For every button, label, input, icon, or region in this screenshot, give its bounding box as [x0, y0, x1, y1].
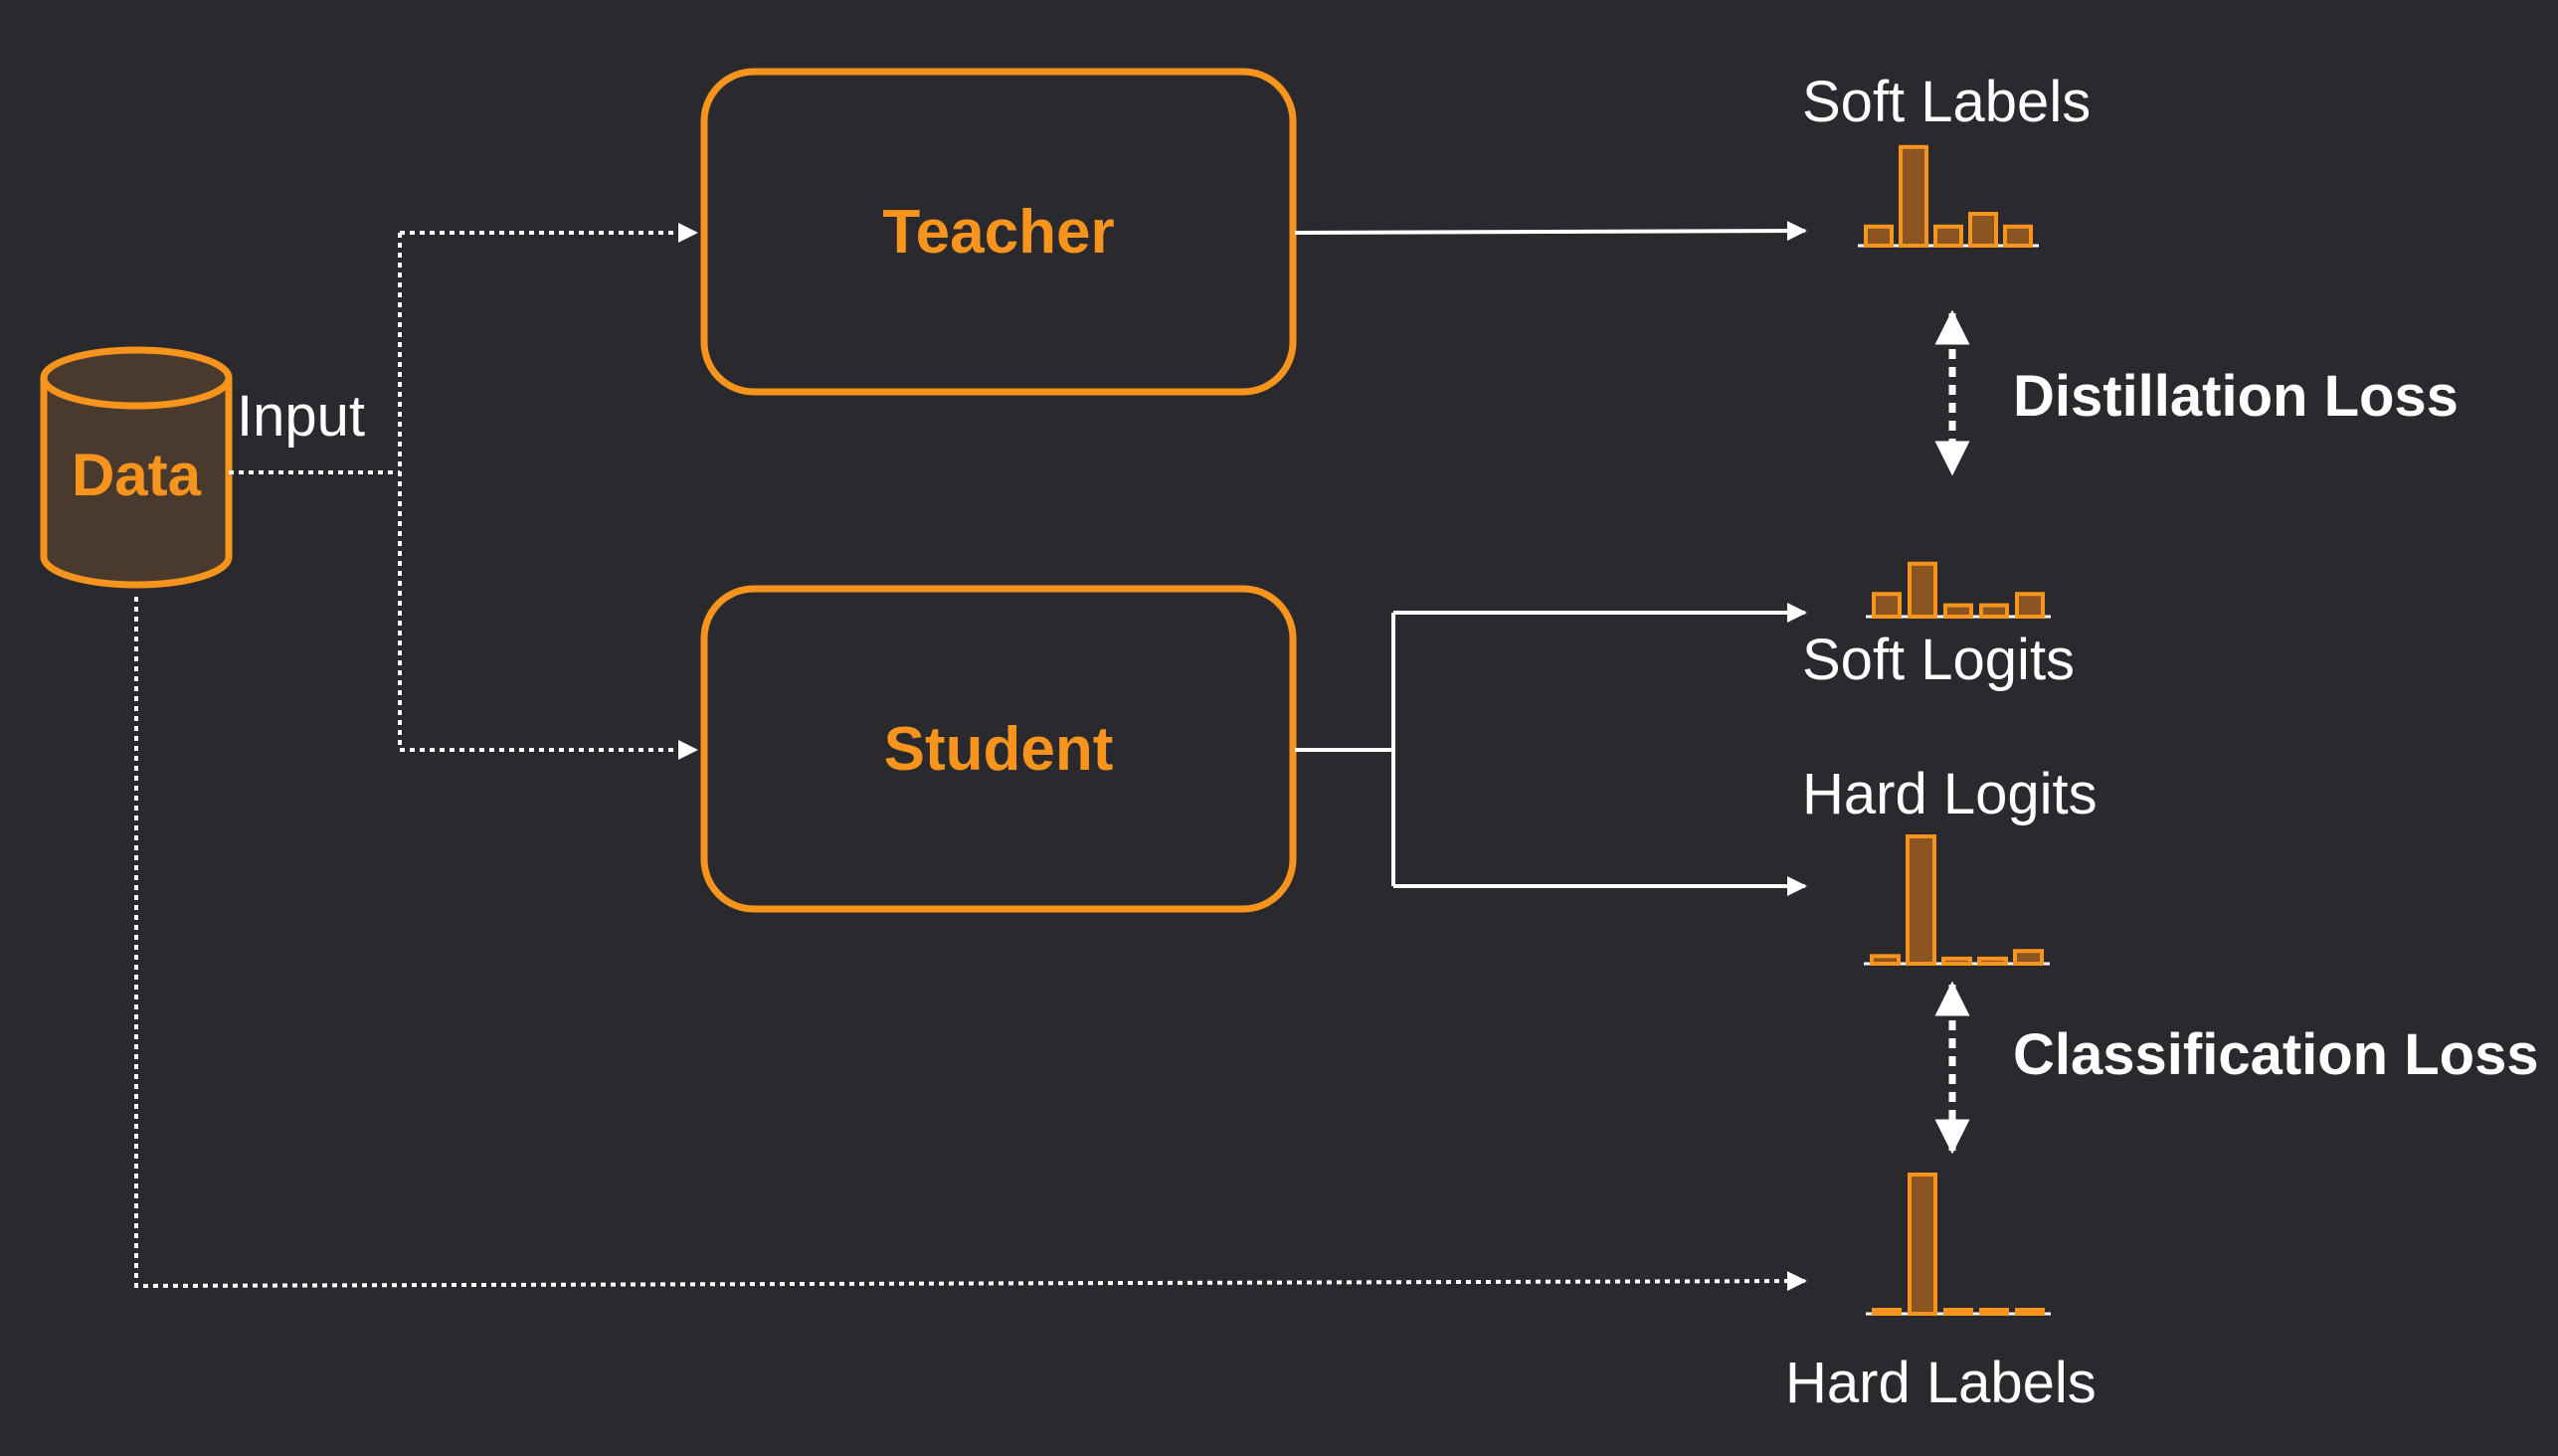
histogram-bar [1906, 834, 1936, 966]
histogram-bar [1908, 1173, 1937, 1316]
histogram-bar [1933, 224, 1963, 249]
data-store-cylinder: Data [40, 346, 233, 589]
hard-labels-label: Hard Labels [1785, 1351, 2097, 1415]
soft-labels-histogram [1858, 144, 2039, 249]
input-connectors [134, 223, 1807, 1292]
histogram-bar [1943, 1308, 1973, 1316]
classification-loss-label: Classification Loss [2013, 1022, 2539, 1087]
hard-logits-histogram [1864, 834, 2050, 967]
histogram-bar [1864, 224, 1894, 249]
histogram-bar [2013, 949, 2044, 967]
soft-labels-label: Soft Labels [1802, 70, 2091, 134]
soft-logits-label: Soft Logits [1802, 628, 2075, 692]
histogram-bar [1943, 603, 1973, 619]
histogram-bar [2015, 1308, 2045, 1316]
output-connectors [1294, 221, 1807, 896]
histogram-bar [1908, 561, 1937, 619]
histogram-bar [1979, 603, 2009, 619]
hard-labels-histogram [1866, 1173, 2051, 1316]
input-label: Input [237, 384, 365, 449]
soft-logits-histogram [1866, 561, 2051, 620]
histogram-bar [1899, 144, 1928, 248]
data-store-label: Data [72, 442, 202, 508]
histogram-bar [1941, 956, 1972, 967]
teacher-box: Teacher [700, 68, 1297, 396]
hard-logits-label: Hard Logits [1802, 762, 2098, 826]
student-label: Student [884, 715, 1114, 784]
student-box: Student [700, 585, 1297, 913]
histogram-bar [1968, 212, 1998, 248]
histogram-bar [1977, 956, 2008, 967]
histogram-bar [2003, 224, 2033, 249]
teacher-label: Teacher [882, 198, 1114, 267]
histogram-bar [1872, 1308, 1902, 1316]
histogram-bar [1872, 592, 1902, 620]
histogram-bar [1870, 954, 1901, 967]
distillation-loss-label: Distillation Loss [2013, 364, 2459, 429]
histogram-bar [1979, 1308, 2009, 1316]
histogram-bar [2015, 592, 2045, 620]
